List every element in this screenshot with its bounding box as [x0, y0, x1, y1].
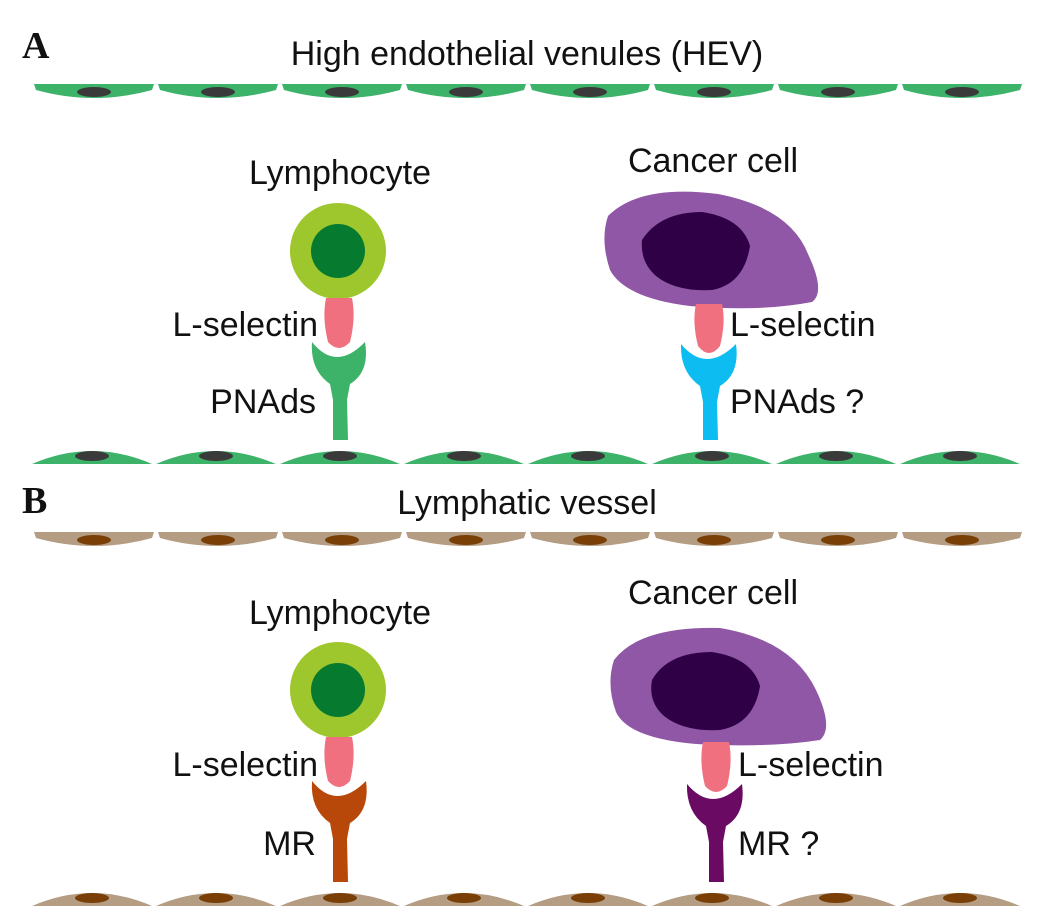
lymphocyte-receptor-label: PNAds [210, 383, 316, 421]
cancer-cell-label: Cancer cell [628, 574, 798, 612]
lymphatic-endothelial-cell [158, 532, 278, 546]
lymphocyte-selectin-label: L-selectin [172, 746, 318, 784]
panel-b-letter: B [22, 480, 47, 522]
endothelial-cell [654, 84, 774, 98]
mannose-receptor [311, 781, 367, 882]
lymphocyte-selectin-label: L-selectin [172, 306, 318, 344]
lymphocyte [290, 642, 386, 738]
cancer-cell [610, 627, 827, 746]
lymphatic-endothelial-cell [900, 893, 1020, 906]
hev-top-layer [34, 84, 1022, 98]
lymphatic-endothelial-cell [282, 532, 402, 546]
lymphatic-endothelial-cell [654, 532, 774, 546]
lymphatic-endothelial-cell [778, 532, 898, 546]
lymphatic-endothelial-cell [902, 532, 1022, 546]
endothelial-cell [156, 451, 276, 464]
lymphatic-endothelial-cell [34, 532, 154, 546]
lymphatic-endothelial-cell [280, 893, 400, 906]
lymphocyte-label: Lymphocyte [249, 154, 431, 192]
cancer-receptor-label: MR ? [738, 825, 819, 863]
lymphocyte [290, 203, 386, 299]
pnad-receptor [311, 342, 366, 440]
endothelial-cell [34, 84, 154, 98]
endothelial-cell [528, 451, 648, 464]
endothelial-cell [652, 451, 772, 464]
endothelial-cell [902, 84, 1022, 98]
endothelial-cell [530, 84, 650, 98]
panel-a-letter: A [22, 25, 50, 67]
endothelial-cell [900, 451, 1020, 464]
lymphocyte-receptor-label: MR [263, 825, 316, 863]
lymphatic-endothelial-cell [406, 532, 526, 546]
panel-b-title: Lymphatic vessel [397, 484, 657, 522]
endothelial-cell [32, 451, 152, 464]
endothelial-cell [406, 84, 526, 98]
panel-a-title: High endothelial venules (HEV) [291, 35, 763, 73]
l-selectin-molecule [324, 298, 354, 348]
cancer-selectin-label: L-selectin [730, 306, 876, 344]
endothelial-cell [158, 84, 278, 98]
panel-a: A High endothelial venules (HEV) Lymphoc… [22, 25, 1022, 464]
pnad-receptor-candidate [680, 344, 737, 440]
endothelial-cell [778, 84, 898, 98]
lymphatic-endothelial-cell [156, 893, 276, 906]
l-selectin-molecule [694, 304, 724, 353]
lymphatic-endothelial-cell [404, 893, 524, 906]
l-selectin-molecule [701, 742, 731, 792]
l-selectin-molecule [324, 737, 354, 787]
panel-b: B Lymphatic vessel Lymphocyte L-selectin… [22, 480, 1022, 906]
cancer-cell [604, 191, 819, 309]
lymphatic-top-layer [34, 532, 1022, 546]
endothelial-cell [776, 451, 896, 464]
lymphatic-bottom-layer [32, 893, 1020, 906]
endothelial-cell [282, 84, 402, 98]
endothelial-cell [404, 451, 524, 464]
lymphatic-endothelial-cell [32, 893, 152, 906]
endothelial-cell [280, 451, 400, 464]
cancer-selectin-label: L-selectin [738, 746, 884, 784]
lymphatic-endothelial-cell [530, 532, 650, 546]
mannose-receptor-candidate [686, 784, 743, 882]
lymphatic-endothelial-cell [528, 893, 648, 906]
cancer-cell-label: Cancer cell [628, 142, 798, 180]
cancer-receptor-label: PNAds ? [730, 383, 864, 421]
hev-bottom-layer [32, 451, 1020, 464]
lymphocyte-label: Lymphocyte [249, 594, 431, 632]
lymphatic-endothelial-cell [652, 893, 772, 906]
lymphatic-endothelial-cell [776, 893, 896, 906]
